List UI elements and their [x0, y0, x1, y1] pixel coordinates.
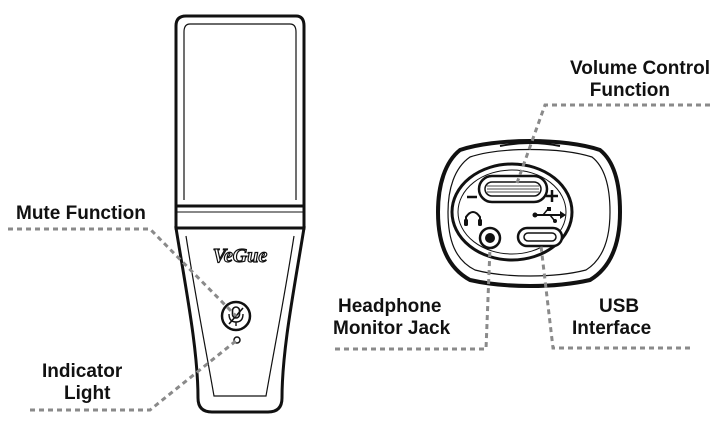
usb-icon [532, 207, 566, 223]
headphone-icon [464, 211, 482, 226]
microphone: VeGue [174, 14, 306, 414]
usb-interface-label-line1: USB [599, 296, 640, 317]
indicator-light-label-line1: Indicator [42, 361, 123, 382]
volume-leader-line [515, 103, 710, 184]
mute-function-label: Mute Function [16, 203, 146, 224]
headphone-jack-label-line2: Monitor Jack [333, 318, 451, 339]
microphone-bottom-view [435, 139, 623, 288]
microphone-collar [174, 204, 306, 230]
usb-interface-label-line2: Interface [572, 318, 652, 339]
microphone-head [174, 14, 306, 208]
plus-icon [546, 190, 558, 202]
headphone-jack-label-line1: Headphone [338, 296, 442, 317]
mute-microphone-icon [228, 306, 244, 326]
indicator-light-label-line2: Light [64, 383, 111, 404]
brand-logo: VeGue [213, 245, 268, 267]
mute-leader-line [8, 227, 238, 318]
volume-control-label-line1: Volume Control [569, 58, 710, 79]
usb-c-port [516, 226, 564, 248]
usb-leader-line [539, 245, 690, 350]
headphone-leader-line [335, 247, 492, 351]
volume-wheel [477, 174, 549, 204]
volume-control-label-line2: Function [589, 80, 670, 101]
indicator-leader-line [30, 338, 238, 412]
